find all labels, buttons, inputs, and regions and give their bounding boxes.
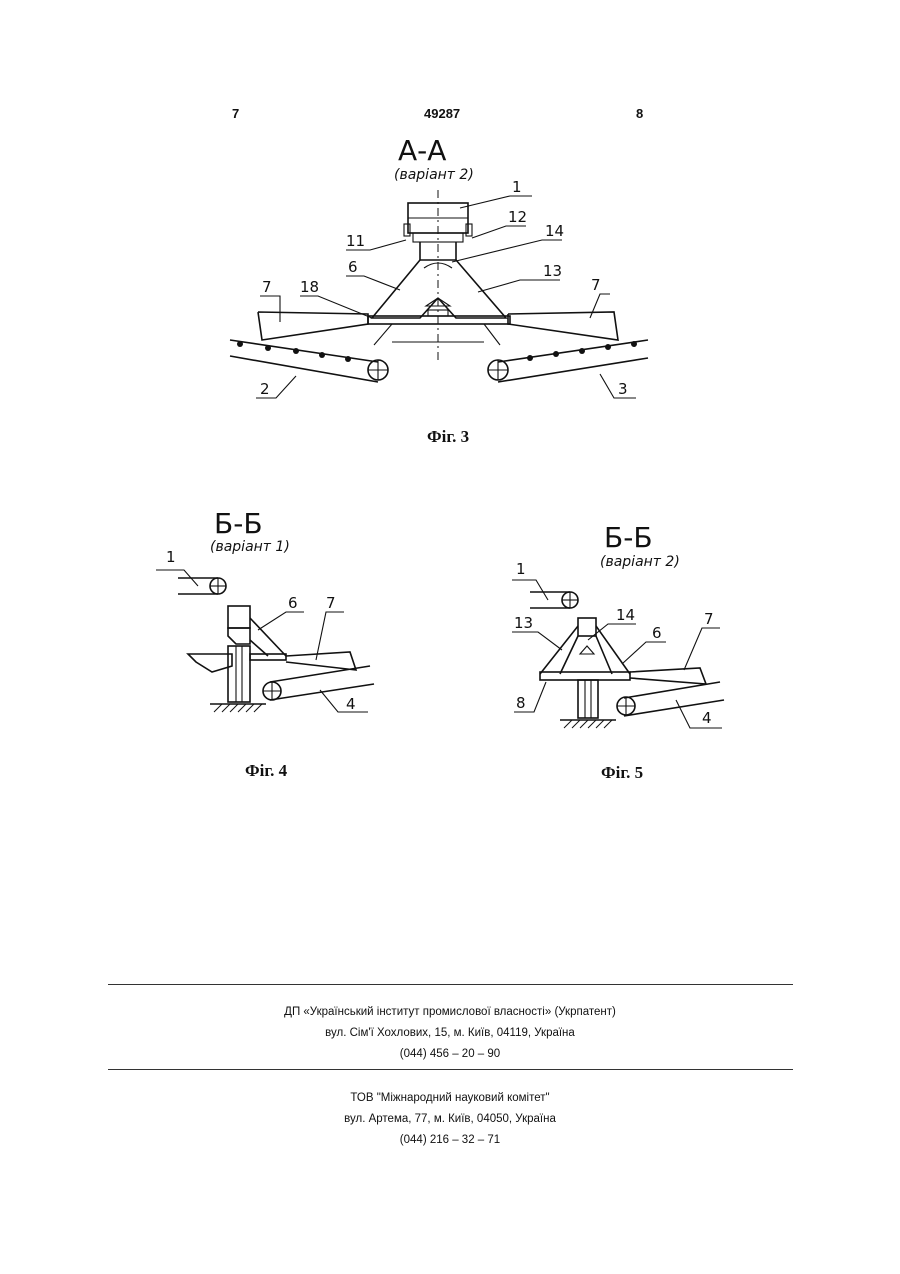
fig3-label-18: 18 xyxy=(300,278,319,296)
fig5-section-title: Б-Б xyxy=(604,521,653,554)
fig3-label-11: 11 xyxy=(346,232,365,250)
fig3-label-2: 2 xyxy=(260,380,270,398)
fig3-label-12: 12 xyxy=(508,208,527,226)
footer-divider-middle xyxy=(108,1069,793,1070)
printer-address: вул. Артема, 77, м. Київ, 04050, Україна xyxy=(0,1109,900,1130)
fig4-label-7: 7 xyxy=(326,594,336,612)
publisher-phone: (044) 456 – 20 – 90 xyxy=(0,1044,900,1065)
fig3-variant-label: (варіант 2) xyxy=(394,167,474,183)
figure-3-drawing: А-А (варіант 2) xyxy=(230,134,648,398)
publisher-address: вул. Сім'ї Хохлових, 15, м. Київ, 04119,… xyxy=(0,1023,900,1044)
fig4-label-1: 1 xyxy=(166,548,176,566)
fig4-caption: Фіг. 4 xyxy=(245,761,287,781)
fig5-label-6: 6 xyxy=(652,624,662,642)
figure-4-drawing: Б-Б (варіант 1) xyxy=(156,507,374,713)
fig5-label-8: 8 xyxy=(516,694,526,712)
fig5-variant-label: (варіант 2) xyxy=(600,554,680,570)
publisher-name: ДП «Український інститут промислової вла… xyxy=(0,1002,900,1023)
fig4-section-title: Б-Б xyxy=(214,507,263,540)
fig5-label-1: 1 xyxy=(516,560,526,578)
printer-name: ТОВ "Міжнародний науковий комітет" xyxy=(0,1088,900,1109)
fig3-label-1: 1 xyxy=(512,178,522,196)
fig3-label-3: 3 xyxy=(618,380,628,398)
fig4-variant-label: (варіант 1) xyxy=(210,539,290,555)
fig5-label-14: 14 xyxy=(616,606,635,624)
fig3-caption: Фіг. 3 xyxy=(427,427,469,447)
fig3-label-14: 14 xyxy=(545,222,564,240)
fig4-label-6: 6 xyxy=(288,594,298,612)
printer-block: ТОВ "Міжнародний науковий комітет" вул. … xyxy=(0,1088,900,1151)
fig3-section-title: А-А xyxy=(398,134,446,167)
printer-phone: (044) 216 – 32 – 71 xyxy=(0,1130,900,1151)
figure-5-drawing: Б-Б (варіант 2) xyxy=(512,521,724,728)
fig3-label-7-right: 7 xyxy=(591,276,601,294)
fig5-caption: Фіг. 5 xyxy=(601,763,643,783)
fig3-label-7-left: 7 xyxy=(262,278,272,296)
fig5-label-7: 7 xyxy=(704,610,714,628)
fig5-label-4: 4 xyxy=(702,709,712,727)
fig3-label-13: 13 xyxy=(543,262,562,280)
fig4-label-4: 4 xyxy=(346,695,356,713)
footer-divider-top xyxy=(108,984,793,985)
fig5-label-13: 13 xyxy=(514,614,533,632)
fig3-label-6: 6 xyxy=(348,258,358,276)
publisher-block: ДП «Український інститут промислової вла… xyxy=(0,1002,900,1065)
